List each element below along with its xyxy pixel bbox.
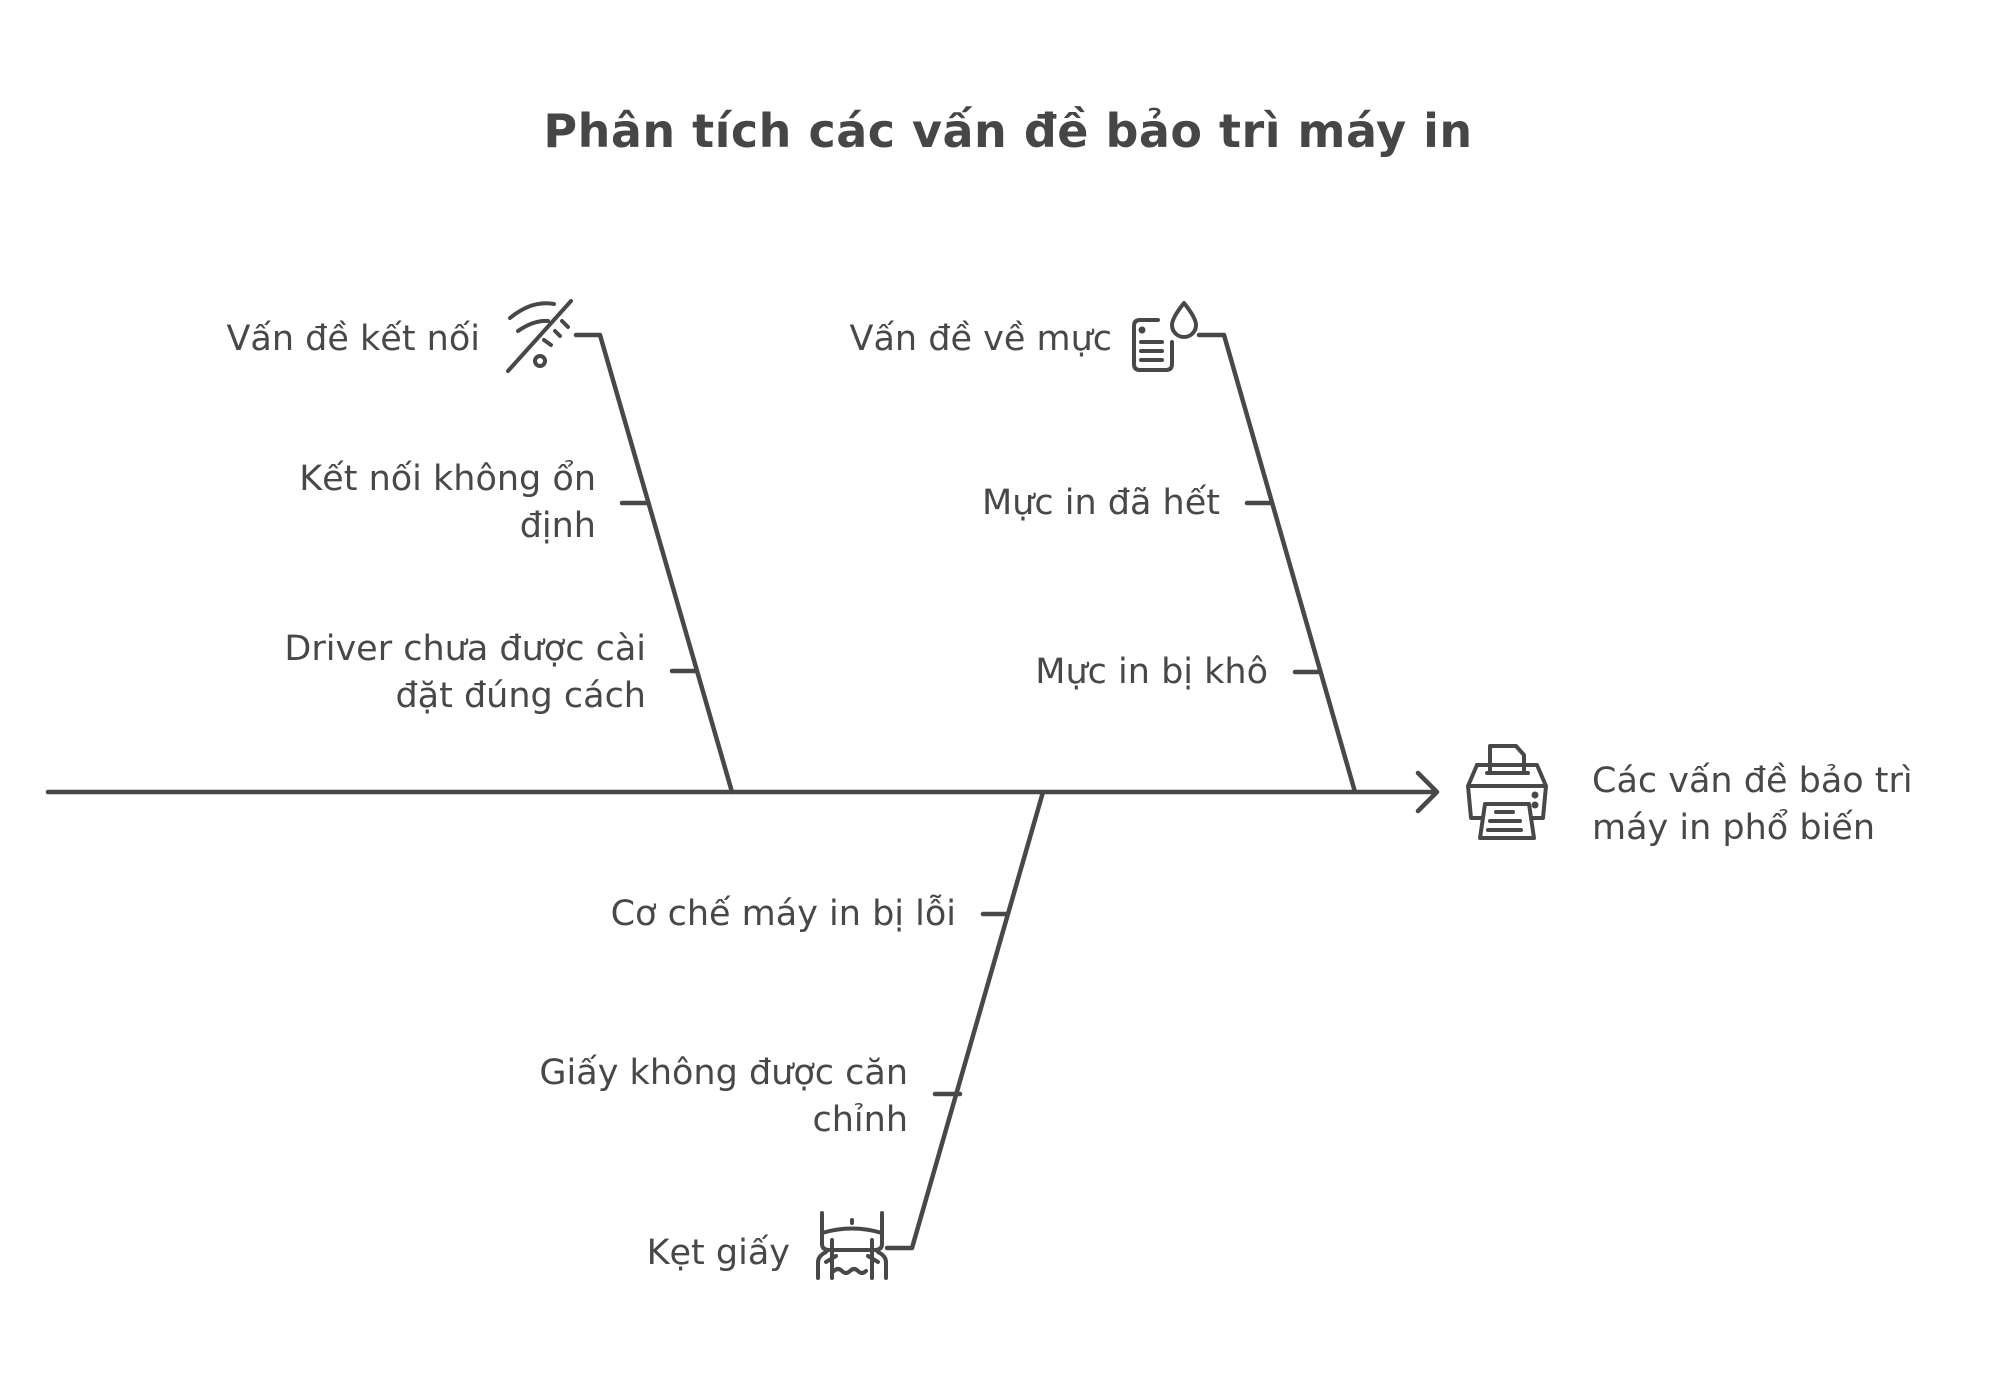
cause-line: đặt đúng cách — [395, 676, 646, 716]
cause-line: định — [519, 506, 596, 546]
cause-line: Kết nối không ổn — [299, 459, 596, 499]
cause-ink-empty: Mực in đã hết — [981, 483, 1220, 523]
category-label-ink: Vấn đề về mực — [849, 319, 1112, 359]
printer-icon — [1466, 744, 1548, 840]
cause-ink-dried: Mực in bị khô — [1035, 652, 1268, 692]
spine-arrowhead — [1415, 770, 1440, 814]
ink-document-icon — [1132, 301, 1198, 372]
effect-label: Các vấn đề bảo trì máy in phổ biến — [1592, 758, 2012, 852]
bone-ink — [1196, 332, 1358, 795]
cause-line: chỉnh — [812, 1100, 908, 1140]
effect-line: máy in phổ biến — [1592, 808, 1876, 848]
cause-line: Giấy không được căn — [539, 1053, 908, 1093]
cause-connection-unstable: Kết nối không ổn định — [200, 456, 596, 550]
bone-paper — [884, 789, 1046, 1251]
category-label-paper-jam: Kẹt giấy — [646, 1233, 790, 1273]
cause-paper-misaligned: Giấy không được căn chỉnh — [460, 1050, 908, 1144]
category-label-connection: Vấn đề kết nối — [226, 319, 480, 359]
cause-line: Driver chưa được cài — [284, 629, 646, 669]
paper-jam-icon — [816, 1211, 888, 1280]
wifi-off-icon — [506, 299, 573, 373]
cause-driver-not-installed: Driver chưa được cài đặt đúng cách — [200, 626, 646, 720]
bone-connection — [573, 332, 735, 795]
diagram-title: Phân tích các vấn đề bảo trì máy in — [543, 104, 1473, 158]
cause-mechanism-error: Cơ chế máy in bị lỗi — [610, 894, 956, 934]
effect-line: Các vấn đề bảo trì — [1592, 761, 1913, 801]
